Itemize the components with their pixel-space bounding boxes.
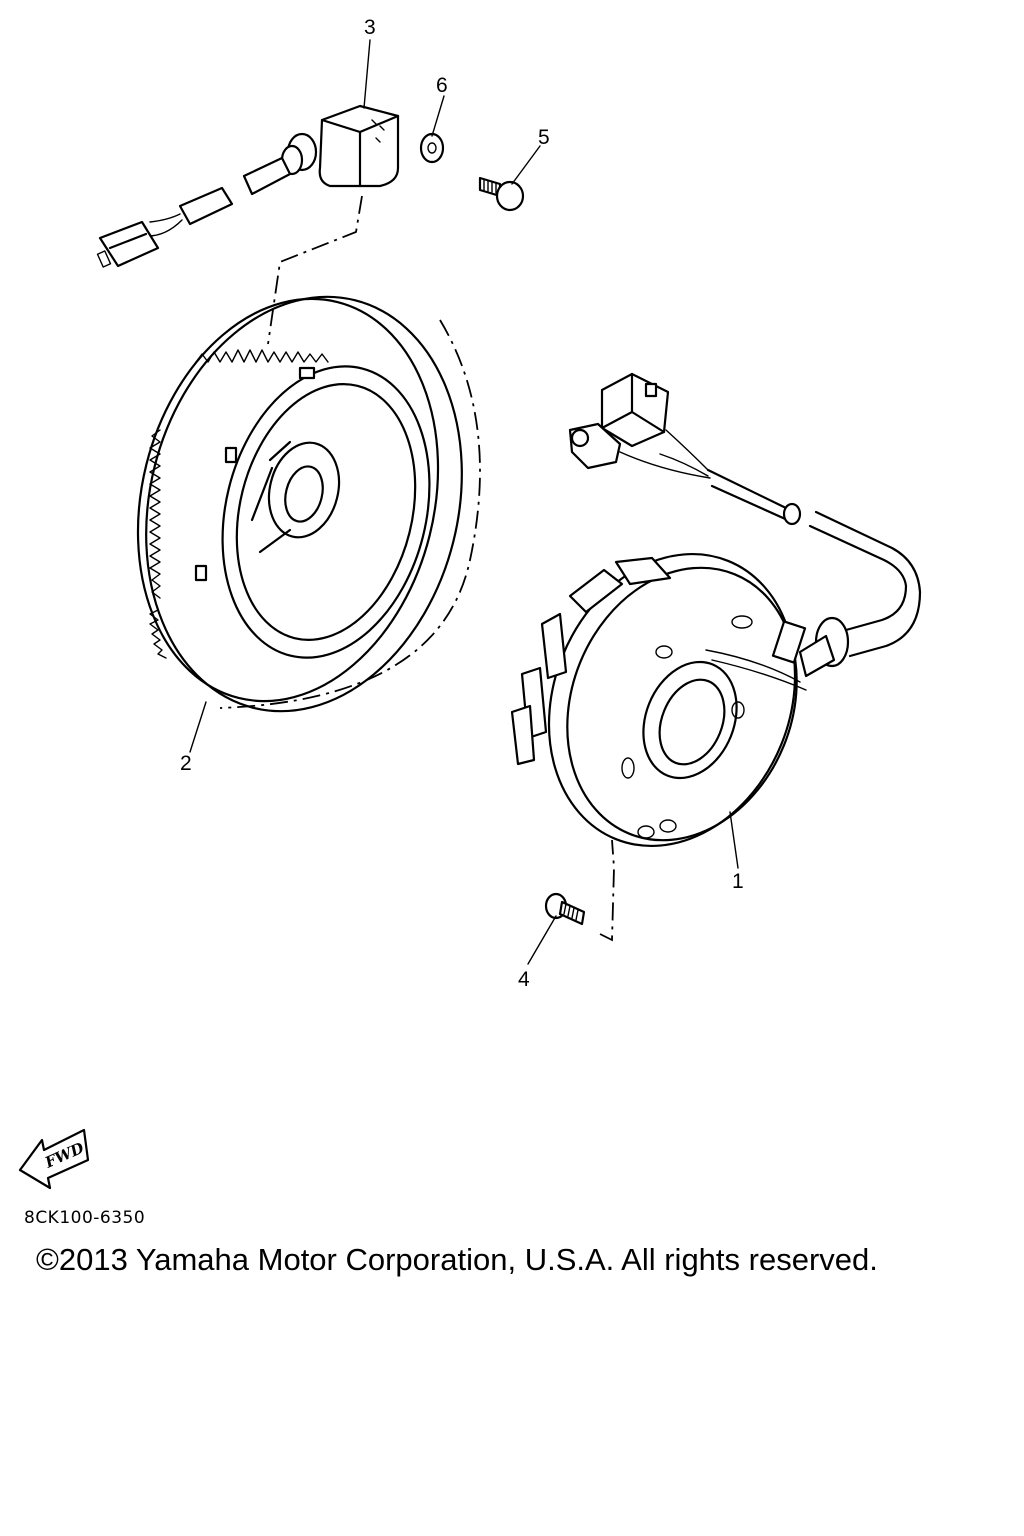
flywheel-rotor [136, 295, 481, 713]
alignment-line-3 [267, 195, 363, 345]
alignment-line-4 [599, 839, 615, 942]
diagram-code: 8CK100-6350 [24, 1208, 146, 1228]
fwd-arrow-icon: FWD [18, 1128, 90, 1190]
leader-lines [189, 39, 739, 965]
callout-part-4: 4 [518, 968, 530, 991]
callout-part-1: 1 [732, 870, 744, 893]
washer [419, 132, 445, 164]
callout-part-6: 6 [436, 74, 448, 97]
callout-part-2: 2 [180, 752, 192, 775]
screw-lower [544, 892, 586, 926]
callout-part-3: 3 [364, 16, 376, 39]
screw-upper [478, 176, 525, 212]
callout-numbers: 3 6 5 2 1 4 [180, 16, 744, 991]
pickup-coil-assembly [96, 104, 400, 268]
copyright-notice: ©2013 Yamaha Motor Corporation, U.S.A. A… [36, 1242, 878, 1277]
stator-assembly [510, 372, 922, 848]
callout-part-5: 5 [538, 126, 550, 149]
